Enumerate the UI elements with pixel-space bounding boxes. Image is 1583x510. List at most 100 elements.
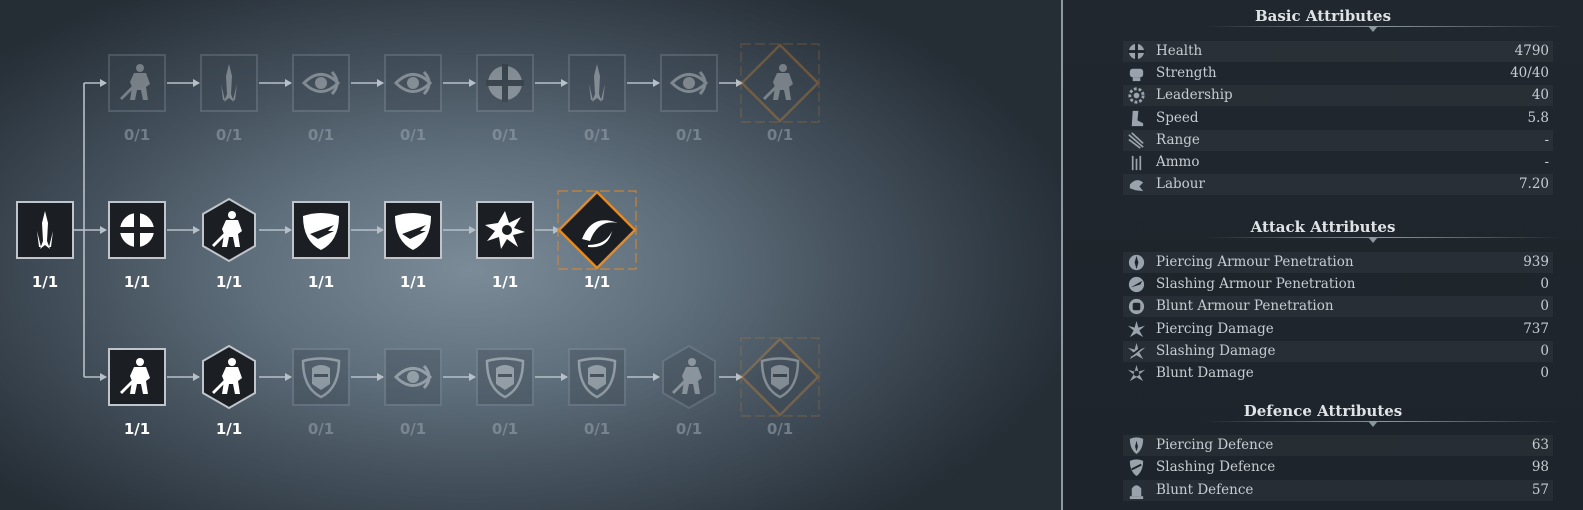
connector-arrow-icon [285,79,292,87]
skill-node-r1-c6[interactable] [568,54,626,112]
shield-slash-icon [395,213,431,250]
crescent-swirl-icon [582,220,618,248]
skill-node-root[interactable] [16,201,74,259]
attribute-label: Piercing Armour Penetration [1156,254,1354,270]
skill-node-r3-c2[interactable] [200,344,258,410]
spear-trident-icon [37,211,53,249]
node-rank-label: 0/1 [399,126,427,144]
skill-node-r3-c7[interactable] [660,344,718,410]
attribute-value: 40/40 [1510,65,1549,82]
section-divider [1203,26,1563,27]
attribute-row: Slashing Armour Penetration 0 [1123,274,1553,295]
attribute-value: 737 [1523,320,1549,337]
skill-node-r2-c6[interactable] [557,190,637,270]
connector-arrow-icon [469,373,476,381]
skill-node-r1-c2[interactable] [200,54,258,112]
node-rank-label: 0/1 [491,126,519,144]
piercing-damage-icon [1127,320,1146,337]
node-rank-label: 0/1 [307,126,335,144]
ammo-bolts-icon [1131,155,1142,171]
labour-hand-icon [1129,180,1144,192]
skill-node-r2-c5[interactable] [476,201,534,259]
skill-node-r1-c5[interactable] [476,54,534,112]
connector-arrow-icon [193,373,200,381]
attribute-value: 0 [1540,298,1549,315]
attribute-label: Leadership [1156,87,1233,104]
skill-node-r3-c6[interactable] [568,348,626,406]
skill-node-r1-c1[interactable] [108,54,166,112]
connector-arrow-icon [100,373,107,381]
skill-node-r2-c3[interactable] [292,201,350,259]
blunt-penetration-icon [1128,299,1145,315]
slashing-damage-icon [1127,342,1146,359]
skill-node-r1-c8[interactable] [740,43,820,123]
node-rank-label: 0/1 [123,126,151,144]
attribute-value: 0 [1540,276,1549,293]
connector-arrow-icon [377,373,384,381]
helmet-shield-icon [301,357,341,399]
connector-arrow-icon [469,79,476,87]
attribute-label: Blunt Defence [1156,481,1254,498]
attribute-label: Piercing Damage [1156,320,1274,337]
attribute-label: Slashing Armour Penetration [1156,276,1356,293]
attribute-row: Piercing Damage 737 [1123,319,1553,340]
connector-arrow-icon [377,226,384,234]
connector-arrow-icon [653,373,660,381]
node-rank-label: 1/1 [307,273,335,291]
node-rank-label: 0/1 [583,126,611,144]
speed-boot-icon [1131,110,1144,126]
node-rank-label: 0/1 [491,420,519,438]
spear-trident-icon [221,64,237,102]
strength-fist-icon [1129,68,1144,82]
node-rank-label: 0/1 [399,420,427,438]
node-rank-label: 1/1 [31,273,59,291]
node-rank-label: 1/1 [491,273,519,291]
blunt-defence-icon [1129,484,1144,499]
attribute-value: 40 [1531,87,1549,104]
node-rank-label: 0/1 [675,420,703,438]
health-cross-icon [1127,42,1146,61]
impact-burst-icon [485,211,525,249]
defence-attributes-title: Defence Attributes [1243,402,1403,420]
connector-arrow-icon [100,226,107,234]
attribute-value: 4790 [1514,43,1549,59]
connector-arrow-icon [285,226,292,234]
skill-node-r1-c3[interactable] [292,54,350,112]
skill-node-r3-c1[interactable] [108,348,166,406]
basic-attributes-title: Basic Attributes [1254,7,1392,25]
attribute-value: 98 [1531,459,1549,476]
connector-arrow-icon [561,373,568,381]
skill-node-r2-c2[interactable] [200,197,258,263]
section-caret-icon [1368,26,1378,32]
skill-node-r2-c4[interactable] [384,201,442,259]
skill-node-r1-c4[interactable] [384,54,442,112]
attribute-value: - [1544,131,1549,148]
skill-node-r3-c4[interactable] [384,348,442,406]
eye-swirl-icon [669,70,709,96]
connector-arrow-icon [469,226,476,234]
helmet-shield-icon [577,357,617,399]
skill-node-r1-c7[interactable] [660,54,718,112]
node-rank-label: 0/1 [307,420,335,438]
section-divider [1203,237,1563,238]
attribute-value: - [1544,154,1549,170]
piercing-defence-icon [1129,437,1144,455]
skill-node-r3-c5[interactable] [476,348,534,406]
skill-node-r2-c1[interactable] [108,201,166,259]
helmet-shield-icon [760,357,800,399]
skill-node-r3-c3[interactable] [292,348,350,406]
shield-slash-icon [303,213,339,250]
attack-attributes-title: Attack Attributes [1250,218,1396,236]
attribute-label: Range [1156,131,1200,148]
node-rank-label: 1/1 [399,273,427,291]
skill-node-r3-c8[interactable] [740,337,820,417]
fencer-icon [120,64,150,100]
blunt-damage-icon [1127,364,1146,382]
attribute-label: Piercing Defence [1156,437,1274,453]
node-rank-label: 1/1 [215,273,243,291]
